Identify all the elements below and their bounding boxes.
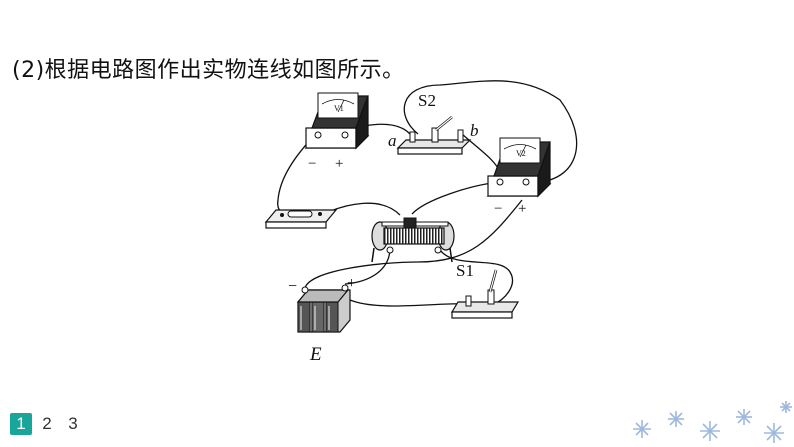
s2-label: S2 [418, 91, 436, 110]
snowflake-icon [780, 401, 792, 413]
battery-minus-label: − [288, 278, 297, 295]
v2-label: V2 [516, 149, 526, 158]
terminal-a-label: a [388, 131, 397, 150]
battery-e: − + E [288, 275, 356, 365]
snowflake-icon [700, 421, 720, 441]
battery-plus-label: + [347, 275, 356, 292]
v1-label: V1 [334, 104, 344, 113]
v2-plus-label: + [518, 201, 526, 217]
switch-s2: S2 a b [388, 91, 479, 155]
snowflake-icon [668, 411, 684, 427]
v1-minus-label: − [308, 156, 316, 172]
terminal-b-label: b [470, 121, 479, 140]
page-2-button[interactable]: 2 [42, 414, 52, 433]
v2-minus-label: − [494, 201, 502, 217]
snowflake-icon [736, 409, 752, 425]
voltmeter-v2: V2 − + [486, 137, 552, 217]
rheostat [371, 217, 455, 263]
question-heading: (2)根据电路图作出实物连线如图所示。 [12, 58, 405, 83]
page-1-button[interactable]: 1 [10, 413, 32, 435]
page-3-button[interactable]: 3 [68, 414, 78, 433]
snowflake-icon [764, 423, 784, 443]
snowflake-icon [633, 420, 651, 438]
switch-s1: S1 [450, 261, 520, 319]
battery-e-label: E [309, 344, 322, 365]
v1-plus-label: + [335, 156, 343, 172]
slide-pagination: 1 2 3 [10, 413, 84, 435]
s1-label: S1 [456, 261, 474, 280]
snowflake-decoration [633, 401, 792, 443]
slide-wire-board [264, 209, 338, 229]
voltmeter-v1: V1 − + [304, 92, 370, 172]
